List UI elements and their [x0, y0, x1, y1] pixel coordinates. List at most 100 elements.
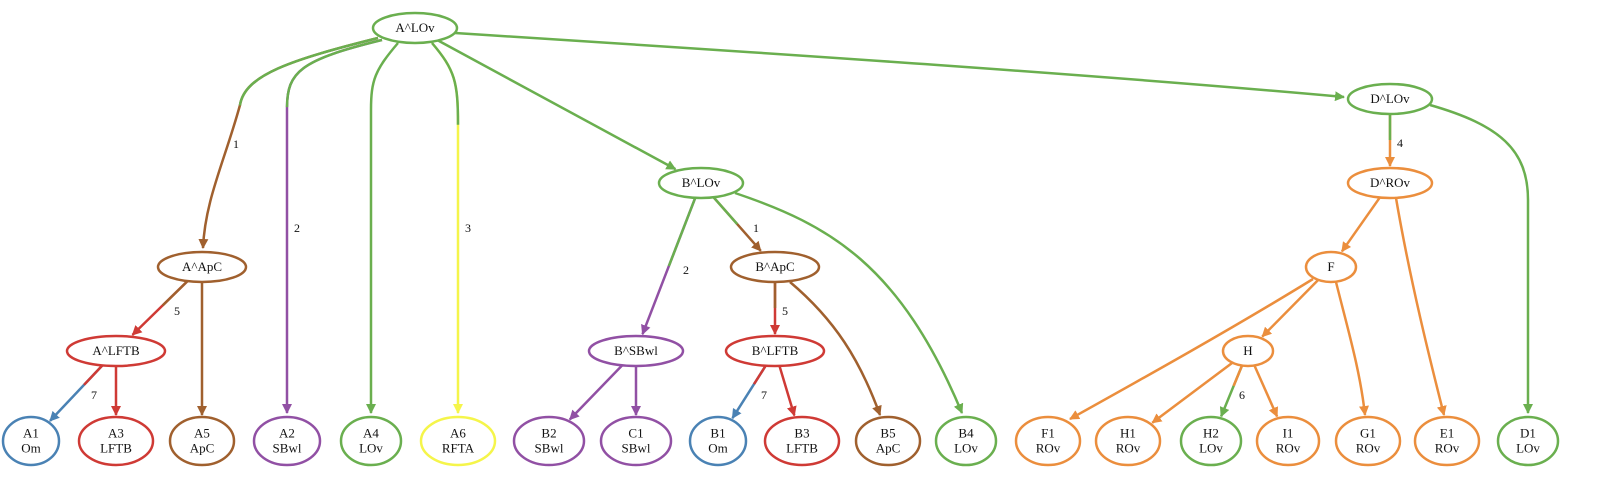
- edge-H-to-H1: [1151, 361, 1234, 424]
- edge-B-LOv-to-B-SBwl: 2: [641, 197, 697, 336]
- edge-A-LFTB-to-A1: 7: [49, 364, 104, 422]
- edge-line: [431, 42, 463, 414]
- node-ellipse: [419, 415, 497, 467]
- node-B-ApC: B^ApC: [729, 250, 821, 284]
- edge-line: [734, 191, 964, 414]
- node-ellipse: [1094, 415, 1162, 467]
- node-label: F: [1327, 259, 1334, 274]
- node-label: B4: [958, 426, 974, 441]
- edge-line-upper: [712, 196, 762, 252]
- edge-line: [789, 281, 882, 416]
- node-ellipse: [854, 415, 922, 467]
- edge-D-ROv-to-F: [1340, 196, 1381, 253]
- node-label: A^LFTB: [92, 343, 140, 358]
- edge-A-LOv-to-B-LOv: [437, 39, 677, 171]
- edge-line: [1253, 364, 1279, 418]
- node-label: B1: [710, 426, 725, 441]
- node-ellipse: [1413, 415, 1481, 467]
- edge-line: [1429, 103, 1533, 414]
- node-label: LOv: [1199, 441, 1223, 456]
- edge-line: [568, 364, 624, 421]
- node-ellipse: [371, 11, 459, 45]
- edge-line: [282, 38, 383, 414]
- node-ellipse: [1, 415, 61, 467]
- node-D-LOv: D^LOv: [1346, 82, 1434, 116]
- edge-A-LOv-to-A6: 3: [431, 42, 471, 414]
- node-label: LOv: [1516, 441, 1540, 456]
- edge-F-to-F1: [1069, 277, 1314, 421]
- node-ellipse: [763, 415, 841, 467]
- node-label: B2: [541, 426, 556, 441]
- node-label: A2: [279, 426, 295, 441]
- node-label: E1: [1440, 426, 1454, 441]
- node-label: B^ApC: [755, 259, 794, 274]
- node-ellipse: [512, 415, 586, 467]
- node-label: I1: [1283, 426, 1294, 441]
- node-ellipse: [1179, 415, 1243, 467]
- edge-A-LOv-to-A4: [366, 42, 399, 414]
- node-ellipse: [729, 250, 821, 284]
- edge-label: 3: [465, 221, 471, 235]
- node-B-LOv: B^LOv: [657, 166, 745, 200]
- edge-line: [366, 42, 399, 414]
- edge-line: [778, 365, 797, 417]
- node-label: H1: [1120, 426, 1136, 441]
- node-ellipse: [688, 415, 748, 467]
- node-label: A4: [363, 426, 379, 441]
- node-ellipse: [339, 415, 403, 467]
- node-label: A6: [450, 426, 466, 441]
- node-label: LOv: [954, 441, 978, 456]
- node-label: ROv: [1276, 441, 1301, 456]
- node-label: SBwl: [273, 441, 302, 456]
- edge-B-LOv-to-B-ApC: 1: [712, 196, 762, 252]
- node-label: ROv: [1036, 441, 1061, 456]
- edge-D-LOv-to-D-ROv: 4: [1385, 114, 1403, 167]
- node-ellipse: [1334, 415, 1402, 467]
- node-label: Om: [708, 441, 728, 456]
- edge-line: [1151, 361, 1234, 424]
- node-label: A^LOv: [395, 20, 435, 35]
- node-ellipse: [657, 166, 745, 200]
- node-label: D^ROv: [1370, 175, 1411, 190]
- node-label: F1: [1041, 426, 1055, 441]
- node-label: A3: [108, 426, 124, 441]
- edge-label: 4: [1397, 136, 1403, 150]
- node-label: B5: [880, 426, 895, 441]
- node-label: ROv: [1435, 441, 1460, 456]
- node-label: A5: [194, 426, 210, 441]
- edge-label: 5: [174, 304, 180, 318]
- edge-D-ROv-to-E1: [1394, 197, 1447, 416]
- edge-label: 2: [683, 263, 689, 277]
- edge-label: 1: [753, 221, 759, 235]
- edge-line: [1261, 279, 1320, 338]
- node-label: B^LFTB: [752, 343, 799, 358]
- edge-line-upper: [731, 365, 767, 419]
- node-label: ROv: [1116, 441, 1141, 456]
- edge-line-upper: [131, 280, 189, 336]
- edge-line: [1340, 196, 1381, 253]
- node-label: C1: [628, 426, 643, 441]
- node-B-LFTB: B^LFTB: [724, 334, 826, 368]
- edge-H-to-I1: [1253, 364, 1279, 418]
- edge-label: 5: [782, 304, 788, 318]
- node-label: ApC: [876, 441, 901, 456]
- edge-line-upper: [641, 197, 697, 335]
- edge-line: [198, 36, 379, 249]
- node-label: H: [1243, 343, 1252, 358]
- edge-label: 6: [1239, 388, 1245, 402]
